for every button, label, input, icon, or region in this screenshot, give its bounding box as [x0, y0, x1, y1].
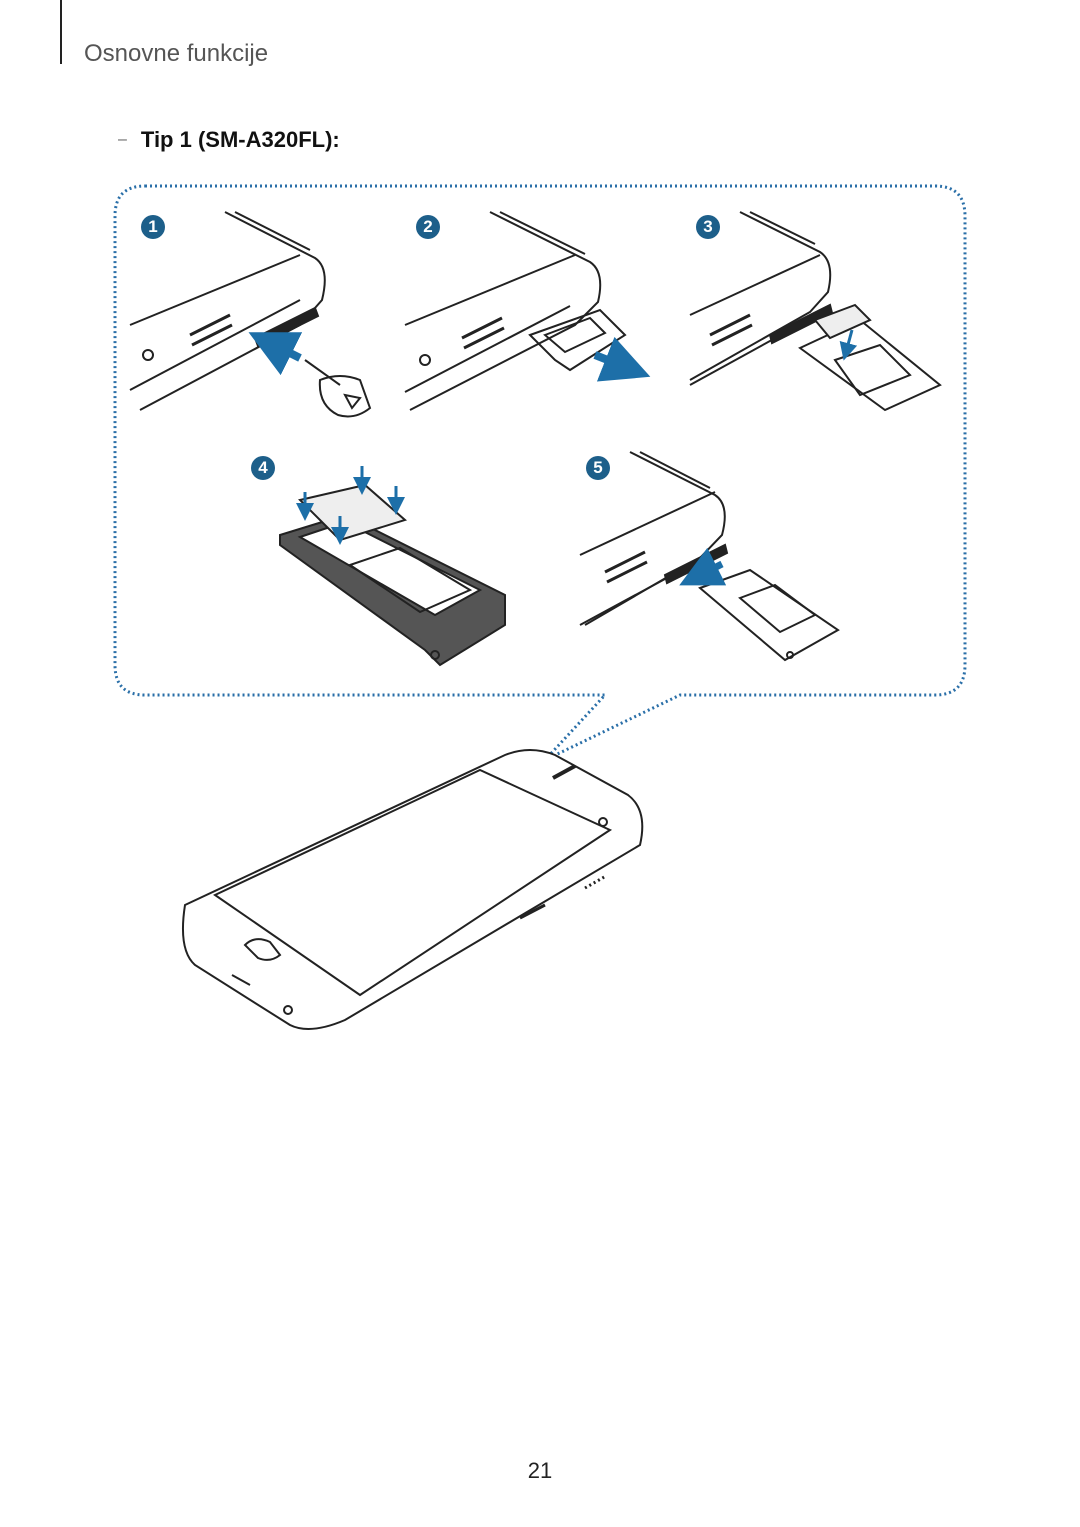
subheading: –Tip 1 (SM-A320FL):	[118, 127, 340, 153]
panel-4-tray	[279, 483, 506, 667]
panel-2-phone-corner	[404, 211, 627, 411]
page-number: 21	[527, 1458, 553, 1483]
panel-4-arrows	[296, 466, 405, 545]
panel-3-arrow	[839, 329, 858, 361]
panel-2-arrow	[593, 336, 651, 382]
subheading-text: Tip 1 (SM-A320FL):	[140, 127, 340, 152]
step-badge-4: 4	[251, 456, 275, 480]
callout-bubble	[113, 184, 967, 762]
list-dash: –	[118, 131, 127, 148]
step-badge-2: 2	[416, 215, 440, 239]
header-rule	[60, 0, 62, 64]
phone-full	[182, 749, 644, 1030]
step-badge-3: 3	[696, 215, 720, 239]
panel-1-phone-corner	[129, 211, 372, 418]
section-title: Osnovne funkcije	[84, 40, 269, 67]
panel-5-arrow	[679, 547, 727, 586]
panel-3-phone-corner	[689, 211, 942, 412]
panel-5-phone-corner	[579, 451, 840, 662]
step-badge-1: 1	[141, 215, 165, 239]
step-badge-5: 5	[586, 456, 610, 480]
panel-1-arrow	[248, 332, 303, 376]
